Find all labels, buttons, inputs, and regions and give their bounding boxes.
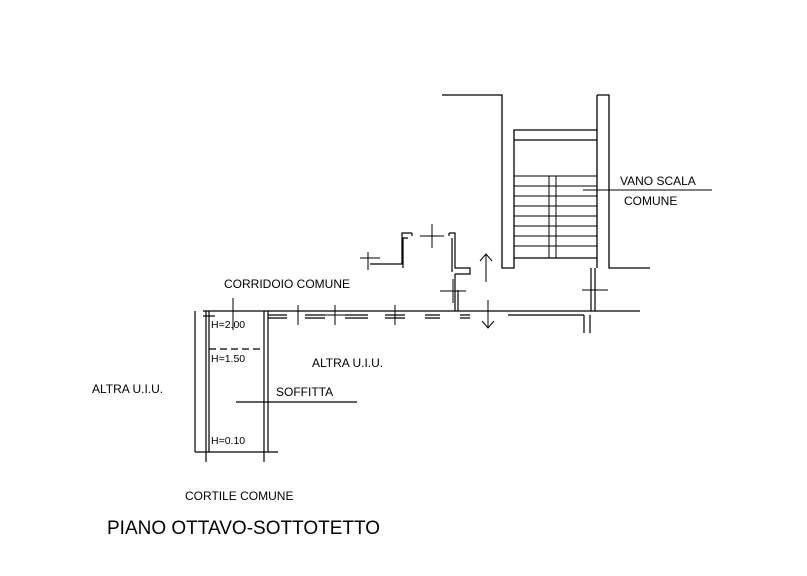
drawing-title: PIANO OTTAVO-SOTTOTETTO	[107, 518, 380, 539]
section-cross-marks	[232, 224, 608, 330]
label-altra-uiu-left: ALTRA U.I.U.	[92, 382, 163, 396]
label-height-010: H=0.10	[211, 435, 245, 447]
stair-core-walls	[442, 94, 650, 269]
label-corridoio-comune: CORRIDOIO COMUNE	[224, 277, 350, 291]
text-labels: VANO SCALA COMUNE CORRIDOIO COMUNE ALTRA…	[92, 174, 696, 539]
attic-room-walls	[194, 311, 357, 462]
label-soffitta: SOFFITTA	[276, 385, 333, 399]
label-cortile-comune: CORTILE COMUNE	[185, 489, 293, 503]
stair-treads	[514, 175, 597, 259]
label-vano-scala: VANO SCALA	[620, 174, 696, 188]
label-height-150: H=1.50	[211, 353, 245, 365]
label-altra-uiu-right: ALTRA U.I.U.	[312, 356, 383, 370]
label-height-200: H=2.00	[211, 319, 245, 331]
label-vano-scala-comune: COMUNE	[624, 194, 677, 208]
direction-arrows	[479, 253, 495, 329]
